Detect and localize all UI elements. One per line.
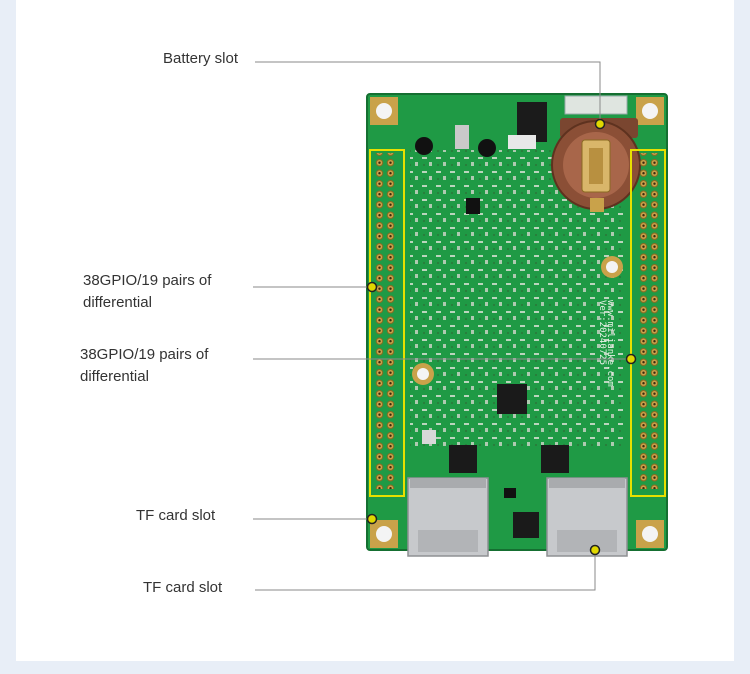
tf-card-slot-right-label: TF card slot xyxy=(143,579,223,596)
gpio-right-label-line1: 38GPIO/19 pairs of xyxy=(80,346,209,363)
chip-4 xyxy=(513,512,539,538)
gpio-right-label: 38GPIO/19 pairs of differential xyxy=(80,344,208,388)
chip-3 xyxy=(541,445,569,473)
right-pin-header xyxy=(638,153,660,489)
tf-card-slot-left xyxy=(407,477,489,557)
top-connector xyxy=(564,95,628,115)
battery-holder xyxy=(551,118,641,212)
chip-2 xyxy=(449,445,477,473)
silkscreen-url: www.milianke.com xyxy=(605,300,615,387)
left-pin-header xyxy=(374,153,396,489)
callout-dots xyxy=(366,118,637,556)
gpio-left-label: 38GPIO/19 pairs of differential xyxy=(83,270,211,314)
tf-card-slot-left-label: TF card slot xyxy=(136,507,216,524)
gpio-left-label-line2: differential xyxy=(83,294,152,311)
mounting-holes xyxy=(370,97,664,548)
gpio-left-label-line1: 38GPIO/19 pairs of xyxy=(83,272,212,289)
left-header-outline xyxy=(369,149,405,497)
battery-slot-label: Battery slot xyxy=(163,50,239,67)
gpio-right-label-line2: differential xyxy=(80,368,149,385)
right-header-outline xyxy=(630,149,666,497)
chip-1 xyxy=(497,384,527,414)
silkscreen-version: Ver:20240725 xyxy=(597,300,607,365)
tf-card-slot-right xyxy=(546,477,628,557)
leader-lines xyxy=(253,61,631,591)
